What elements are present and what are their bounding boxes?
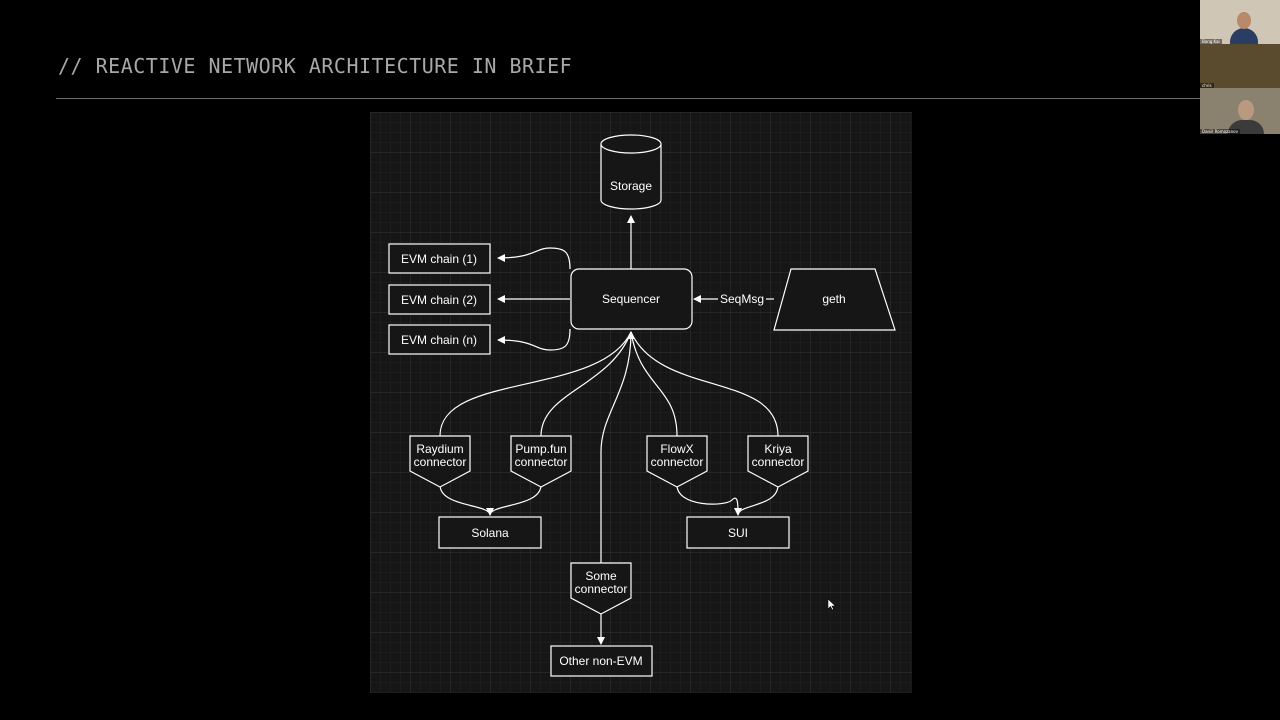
raydium-connector-node: Raydium connector: [409, 435, 471, 488]
participant-face: [1238, 100, 1254, 120]
kriya-connector-node: Kriya connector: [747, 435, 809, 488]
participant-name: chris: [1200, 83, 1214, 88]
sui-node: SUI: [686, 516, 790, 549]
seqmsg-label: SeqMsg: [720, 292, 764, 306]
slide-title: // REACTIVE NETWORK ARCHITECTURE IN BRIE…: [58, 54, 573, 78]
geth-label: geth: [822, 292, 845, 306]
participant-tile[interactable]: Daniil Romazanov: [1200, 88, 1280, 134]
flowx-connector-node: FlowX connector: [646, 435, 708, 488]
participant-tile[interactable]: chris: [1200, 44, 1280, 88]
other-non-evm-node: Other non-EVM: [550, 645, 653, 677]
geth-node: geth: [773, 268, 896, 331]
edge-raydium-sequencer: [439, 331, 632, 437]
evm-chain-1-label: EVM chain (1): [401, 252, 477, 266]
kriya-connector-label-1: Kriya: [764, 442, 792, 456]
evm-chain-n-label: EVM chain (n): [401, 333, 477, 347]
kriya-connector-label-2: connector: [752, 455, 805, 469]
flowx-connector-label-1: FlowX: [660, 442, 693, 456]
edge-flowx-sui: [676, 484, 742, 516]
raydium-connector-label-2: connector: [414, 455, 467, 469]
title-divider: [56, 98, 1200, 99]
some-connector-label-1: Some: [585, 569, 617, 583]
edge-flowx-sequencer: [630, 331, 678, 437]
sequencer-label: Sequencer: [602, 292, 660, 306]
participant-tile[interactable]: Bang Kai: [1200, 0, 1280, 44]
evm-chain-2-node: EVM chain (2): [388, 284, 491, 315]
participant-face: [1237, 12, 1251, 29]
solana-node: Solana: [438, 516, 542, 549]
architecture-diagram: Storage Sequencer SeqMsg geth EVM chain …: [370, 112, 912, 693]
participant-name: Daniil Romazanov: [1200, 129, 1240, 134]
edge-kriya-sui: [737, 484, 779, 516]
diagram-canvas: Storage Sequencer SeqMsg geth EVM chain …: [388, 134, 896, 677]
raydium-connector-label-1: Raydium: [416, 442, 463, 456]
storage-label: Storage: [610, 179, 652, 193]
sui-label: SUI: [728, 526, 748, 540]
sequencer-node: Sequencer: [570, 268, 693, 330]
pumpfun-connector-label-2: connector: [515, 455, 568, 469]
edge-kriya-sequencer: [630, 331, 779, 437]
edge-sequencer-evm-1: [497, 247, 571, 270]
participant-silhouette: [1230, 28, 1258, 44]
mouse-cursor-icon: [828, 599, 836, 611]
some-connector-label-2: connector: [575, 582, 628, 596]
pumpfun-connector-label-1: Pump.fun: [515, 442, 566, 456]
edge-pumpfun-solana: [489, 484, 542, 516]
some-connector-node: Some connector: [570, 562, 632, 615]
flowx-connector-label-2: connector: [651, 455, 704, 469]
participant-panel: Bang Kai chris Daniil Romazanov: [1200, 0, 1280, 134]
other-non-evm-label: Other non-EVM: [559, 654, 642, 668]
edge-some-sequencer: [600, 331, 635, 563]
edge-pumpfun-sequencer: [540, 331, 632, 437]
evm-chain-2-label: EVM chain (2): [401, 293, 477, 307]
evm-chain-n-node: EVM chain (n): [388, 324, 491, 355]
edge-raydium-solana: [439, 484, 494, 516]
participant-silhouette: [1228, 120, 1264, 134]
solana-label: Solana: [471, 526, 509, 540]
edge-sequencer-evm-n: [497, 328, 571, 351]
evm-chain-1-node: EVM chain (1): [388, 243, 491, 274]
participant-name: Bang Kai: [1200, 39, 1222, 44]
storage-node: Storage: [600, 134, 662, 210]
pumpfun-connector-node: Pump.fun connector: [510, 435, 572, 488]
